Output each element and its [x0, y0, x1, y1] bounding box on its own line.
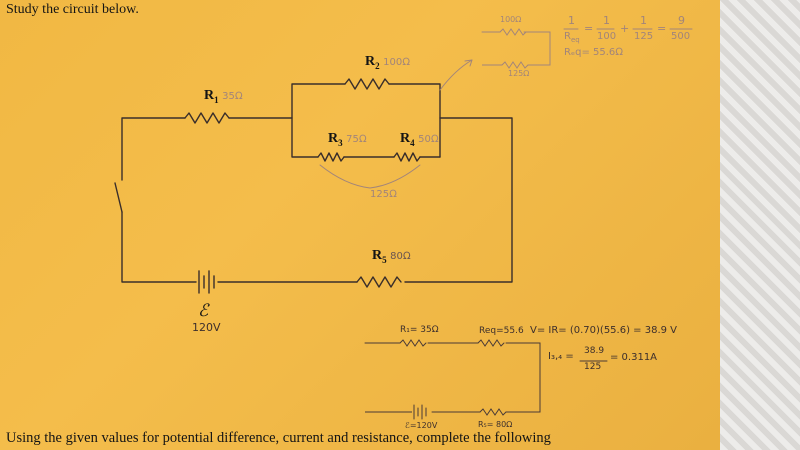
label-r5: R5 80Ω [372, 248, 411, 265]
emf-symbol: ℰ [198, 301, 209, 320]
eq-den-100: 100 [597, 31, 617, 42]
label-r2: R2 100Ω [365, 54, 410, 71]
current-result: = 0.311A [610, 352, 658, 363]
current-label: I₃,₄ = [548, 351, 574, 362]
equiv-r1-symbol [399, 339, 427, 347]
sketch-top-label: 100Ω [500, 15, 522, 24]
wire-right-side [404, 117, 513, 283]
label-r3: R3 75Ω [328, 131, 367, 148]
note-arrow [439, 59, 473, 91]
eq-req: Req [564, 31, 580, 44]
equiv-r5-label: R₅= 80Ω [478, 420, 513, 429]
emf-value: 120V [192, 321, 221, 334]
label-r1: R1 35Ω [204, 88, 243, 105]
eq-num-1: 1 [568, 14, 575, 27]
current-numerator: 38.9 [584, 346, 605, 356]
wire-r1-to-branch [228, 83, 346, 119]
equiv-r5-symbol [479, 408, 507, 416]
switch-symbol [114, 182, 123, 213]
eq-equals-2: = [657, 22, 667, 35]
sketch-resistor-top [499, 28, 527, 36]
resistor-r5-symbol [356, 276, 402, 288]
equiv-req-symbol [477, 339, 505, 347]
eq-num-2: 1 [603, 14, 610, 27]
note-arrow-head [464, 59, 473, 67]
eq-equals-1: = [584, 22, 594, 35]
eq-num-9: 9 [678, 14, 685, 27]
label-r4: R4 50Ω [400, 131, 439, 148]
series-note: 125Ω [370, 189, 397, 200]
resistor-r1-symbol [184, 112, 230, 124]
voltage-formula: V= IR= (0.70)(55.6) = 38.9 V [530, 325, 678, 336]
current-denominator: 125 [584, 362, 602, 372]
eq-den-500: 500 [671, 31, 691, 42]
wire-top-left [121, 117, 186, 181]
equiv-circuit-wire [364, 342, 541, 413]
series-bracket [319, 164, 421, 189]
sketch-circuit [481, 31, 551, 66]
wire-r2-right [388, 83, 441, 158]
footer-instruction: Using the given values for potential dif… [6, 430, 551, 446]
equiv-battery [413, 404, 427, 420]
equiv-r1-label: R₁= 35Ω [400, 325, 439, 335]
wire-bottom-left [121, 211, 197, 283]
resistor-r2-symbol [344, 78, 390, 90]
req-result: Rₑq= 55.6Ω [564, 47, 623, 58]
page-heading: Study the circuit below. [6, 2, 139, 17]
equiv-emf-label: ℰ=120V [405, 421, 438, 430]
eq-den-125: 125 [634, 31, 654, 42]
equiv-req-label: Req=55.6 [479, 326, 524, 336]
sketch-resistor-bottom [501, 61, 529, 69]
eq-num-3: 1 [640, 14, 647, 27]
resistor-r4-symbol [393, 152, 421, 162]
background-fabric [720, 0, 800, 450]
worksheet-paper [0, 0, 720, 450]
sketch-bottom-label: 125Ω [508, 69, 530, 78]
resistor-r3-symbol [317, 152, 345, 162]
eq-plus: + [620, 22, 630, 35]
wire-branch-left [291, 117, 319, 158]
